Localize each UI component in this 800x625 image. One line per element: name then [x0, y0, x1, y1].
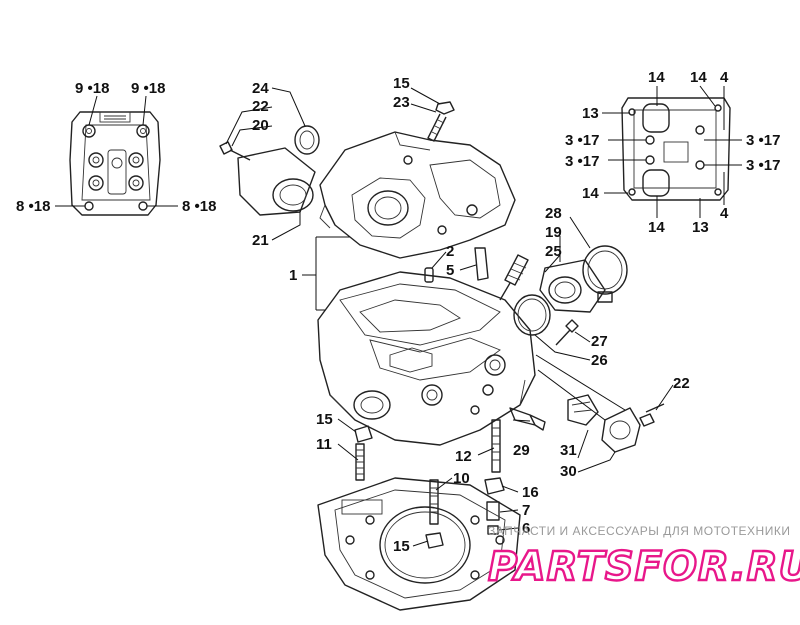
label-9-18-left: 9 •18	[75, 80, 109, 97]
watermark: ЗАПЧАСТИ И АКСЕССУАРЫ ДЛЯ МОТОТЕХНИКИ PA…	[487, 524, 800, 591]
label-3-17-left-b: 3 •17	[565, 153, 599, 170]
label-13-left: 13	[582, 105, 599, 122]
cover-bolt	[427, 101, 455, 142]
label-2: 2	[446, 243, 454, 260]
intake-boot-assembly	[513, 245, 628, 346]
thermostat-assembly	[509, 394, 665, 453]
label-1: 1	[289, 267, 297, 284]
label-14-left: 14	[582, 185, 599, 202]
label-21: 21	[252, 232, 269, 249]
label-5: 5	[446, 262, 454, 279]
label-22-right: 22	[673, 375, 690, 392]
cylinder-head	[317, 271, 536, 446]
label-8-18-left: 8 •18	[16, 198, 50, 215]
inset-head-top-view	[55, 95, 178, 216]
label-19: 19	[545, 224, 562, 241]
valve-cover	[319, 131, 516, 259]
label-6: 6	[522, 520, 530, 537]
studs-and-nuts	[354, 419, 505, 535]
label-15-bottom: 15	[393, 538, 410, 555]
label-3-17-right-a: 3 •17	[746, 132, 780, 149]
label-24: 24	[252, 80, 269, 97]
label-27: 27	[591, 333, 608, 350]
label-10: 10	[453, 470, 470, 487]
dowel-and-guide	[424, 247, 489, 283]
label-9-18-right: 9 •18	[131, 80, 165, 97]
label-23: 23	[393, 94, 410, 111]
head-gasket	[317, 477, 521, 611]
label-11: 11	[316, 436, 332, 453]
label-29: 29	[513, 442, 530, 459]
label-20: 20	[252, 117, 269, 134]
label-13-bottom: 13	[692, 219, 709, 236]
label-7: 7	[522, 502, 530, 519]
label-26: 26	[591, 352, 608, 369]
label-12: 12	[455, 448, 472, 465]
label-3-17-left-a: 3 •17	[565, 132, 599, 149]
label-16: 16	[522, 484, 539, 501]
label-4-bottom: 4	[720, 205, 729, 222]
label-15-left: 15	[316, 411, 333, 428]
label-25: 25	[545, 243, 562, 260]
watermark-logo: PARTSFOR.RU	[488, 544, 800, 590]
inset-cover-top-view	[602, 85, 742, 218]
watermark-tagline: ЗАПЧАСТИ И АКСЕССУАРЫ ДЛЯ МОТОТЕХНИКИ	[488, 524, 790, 538]
label-14-top-right: 14	[690, 69, 707, 86]
label-28: 28	[545, 205, 562, 222]
label-14-bottom: 14	[648, 219, 665, 236]
label-15-top: 15	[393, 75, 410, 92]
label-31: 31	[560, 442, 577, 459]
label-14-top-left: 14	[648, 69, 665, 86]
label-4-top: 4	[720, 69, 729, 86]
label-3-17-right-b: 3 •17	[746, 157, 780, 174]
label-30: 30	[560, 463, 577, 480]
label-8-18-right: 8 •18	[182, 198, 216, 215]
label-22-top: 22	[252, 98, 269, 115]
spark-plug	[499, 254, 529, 301]
